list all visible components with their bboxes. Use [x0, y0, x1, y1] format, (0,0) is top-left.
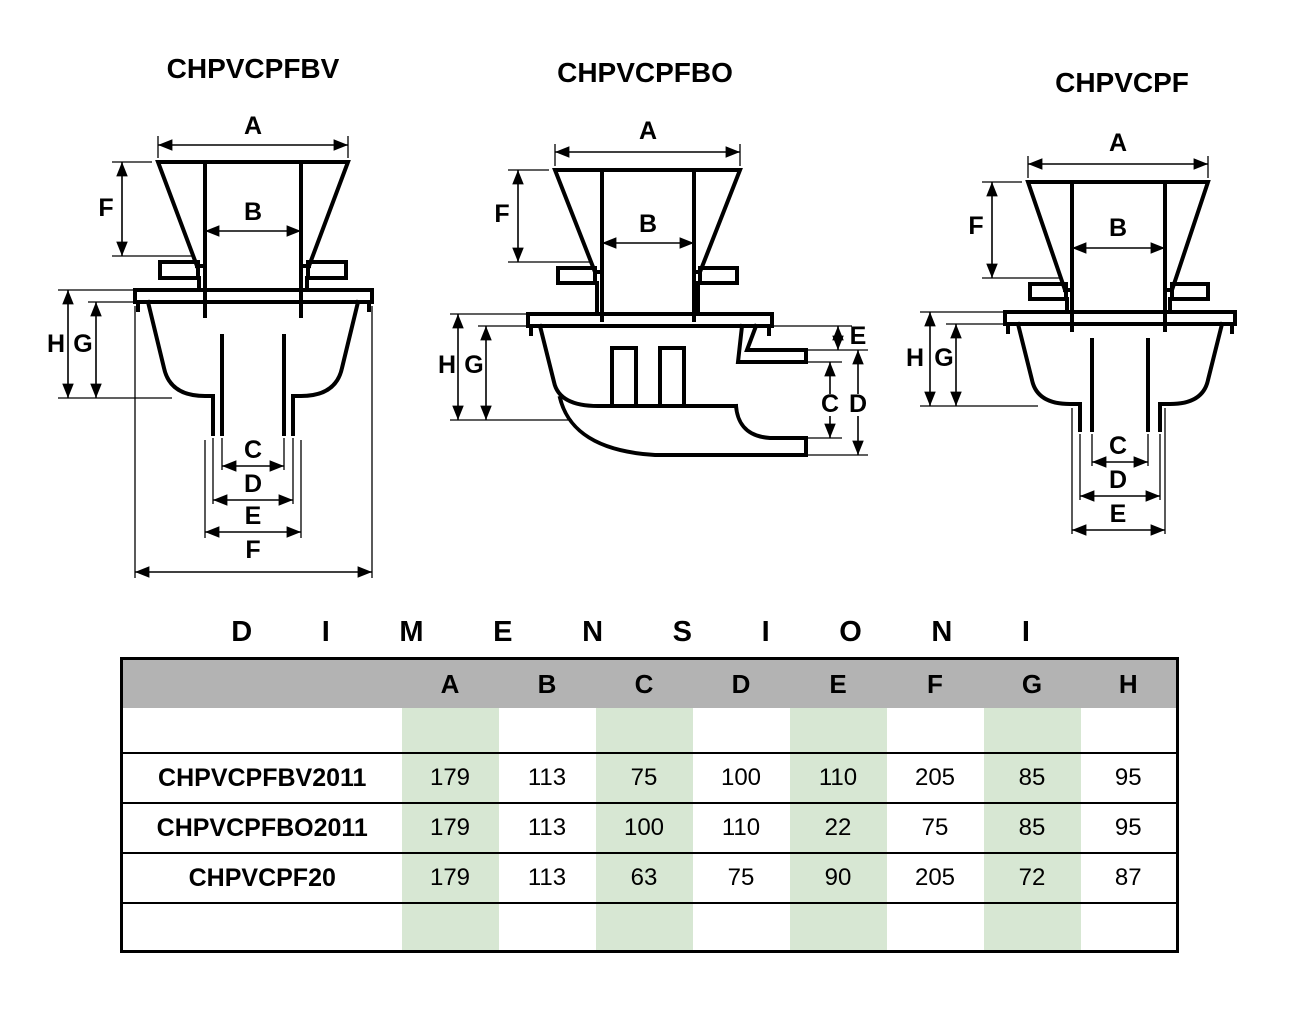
- col-header-a: A: [401, 658, 499, 708]
- cell-c: 75: [595, 752, 693, 803]
- dimensions-table: A B C D E F G H CHPVCPFBV2011 179 113 75…: [120, 657, 1179, 953]
- col-header-f: F: [886, 658, 984, 708]
- bo-extension-lines: [450, 144, 868, 456]
- cell-g: 85: [983, 752, 1081, 803]
- bv-label-d: D: [244, 470, 262, 498]
- row-name: CHPVCPF20: [121, 852, 402, 903]
- cell-g: 72: [983, 852, 1081, 903]
- cell-h: 95: [1080, 752, 1178, 803]
- pf-label-b: B: [1109, 214, 1127, 242]
- header-row: A B C D E F G H: [121, 658, 1178, 708]
- drawing-title-pf: CHPVCPF: [1055, 67, 1189, 98]
- row-name: CHPVCPFBO2011: [121, 802, 402, 853]
- cell-e: 22: [789, 802, 887, 853]
- pf-body-outline: [1003, 180, 1237, 432]
- drawing-title-bv: CHPVCPFBV: [167, 53, 340, 84]
- drawing-chpvcpf: CHPVCPF A B F H G C D E: [906, 67, 1237, 536]
- cell-d: 75: [692, 852, 790, 903]
- row-name: CHPVCPFBV2011: [121, 752, 402, 803]
- bv-label-b: B: [244, 198, 262, 226]
- pf-label-h: H: [906, 344, 924, 372]
- table-title: DIMENSIONI: [231, 616, 1100, 648]
- cell-d: 110: [692, 802, 790, 853]
- spacer-row-top: [122, 708, 1178, 753]
- pf-label-d: D: [1109, 466, 1127, 494]
- col-header-d: D: [692, 658, 790, 708]
- pf-label-e: E: [1110, 500, 1127, 528]
- spacer-row-bottom: [121, 902, 1178, 952]
- bo-label-b: B: [639, 210, 657, 238]
- cell-e: 90: [789, 852, 887, 903]
- bo-label-g: G: [464, 351, 483, 379]
- pf-label-f: F: [968, 212, 983, 240]
- cell-f: 205: [886, 852, 984, 903]
- cell-b: 113: [498, 852, 596, 903]
- table-row-chpvcpfbv2011: CHPVCPFBV2011 179 113 75 100 110 205 85 …: [121, 752, 1178, 803]
- bv-label-c: C: [244, 436, 262, 464]
- bv-label-f-bottom: F: [245, 536, 260, 564]
- drawing-chpvcpfbv: CHPVCPFBV A B F H G C D E F: [47, 53, 374, 578]
- bo-label-a: A: [639, 117, 657, 145]
- bo-label-e: E: [850, 322, 867, 350]
- technical-drawings: CHPVCPFBV A B F H G C D E F CHPVCPFBO: [47, 53, 1237, 578]
- pf-label-c: C: [1109, 432, 1127, 460]
- cell-a: 179: [401, 852, 499, 903]
- cell-d: 100: [692, 752, 790, 803]
- cell-b: 113: [498, 802, 596, 853]
- pf-label-g: G: [934, 344, 953, 372]
- pf-label-a: A: [1109, 129, 1127, 157]
- bo-label-c: C: [821, 390, 839, 418]
- bv-label-a: A: [244, 112, 262, 140]
- dimensions-section: DIMENSIONI A B C D E F G H: [120, 616, 1179, 953]
- cell-h: 87: [1080, 852, 1178, 903]
- bv-label-e: E: [245, 502, 262, 530]
- drawing-title-bo: CHPVCPFBO: [557, 57, 733, 88]
- col-header-h: H: [1080, 658, 1178, 708]
- table-row-chpvcpfbo2011: CHPVCPFBO2011 179 113 100 110 22 75 85 9…: [121, 802, 1178, 853]
- cell-c: 63: [595, 852, 693, 903]
- bv-label-h: H: [47, 330, 65, 358]
- cell-f: 75: [886, 802, 984, 853]
- col-header-b: B: [498, 658, 596, 708]
- bo-label-f: F: [494, 200, 509, 228]
- bv-label-f-top: F: [98, 194, 113, 222]
- cell-c: 100: [595, 802, 693, 853]
- col-header-c: C: [595, 658, 693, 708]
- cell-a: 179: [401, 752, 499, 803]
- bo-label-d: D: [849, 390, 867, 418]
- drawing-chpvcpfbo: CHPVCPFBO A B F H G E C D: [438, 57, 868, 457]
- cell-g: 85: [983, 802, 1081, 853]
- col-header-g: G: [983, 658, 1081, 708]
- col-header-e: E: [789, 658, 887, 708]
- table-row-chpvcpf20: CHPVCPF20 179 113 63 75 90 205 72 87: [121, 852, 1178, 903]
- bv-body-outline: [133, 160, 374, 436]
- cell-h: 95: [1080, 802, 1178, 853]
- bo-body-outline: [526, 168, 808, 457]
- bo-label-h: H: [438, 351, 456, 379]
- corner-cell: [121, 658, 402, 708]
- cell-e: 110: [789, 752, 887, 803]
- cell-f: 205: [886, 752, 984, 803]
- cell-a: 179: [401, 802, 499, 853]
- cell-b: 113: [498, 752, 596, 803]
- bv-label-g: G: [73, 330, 92, 358]
